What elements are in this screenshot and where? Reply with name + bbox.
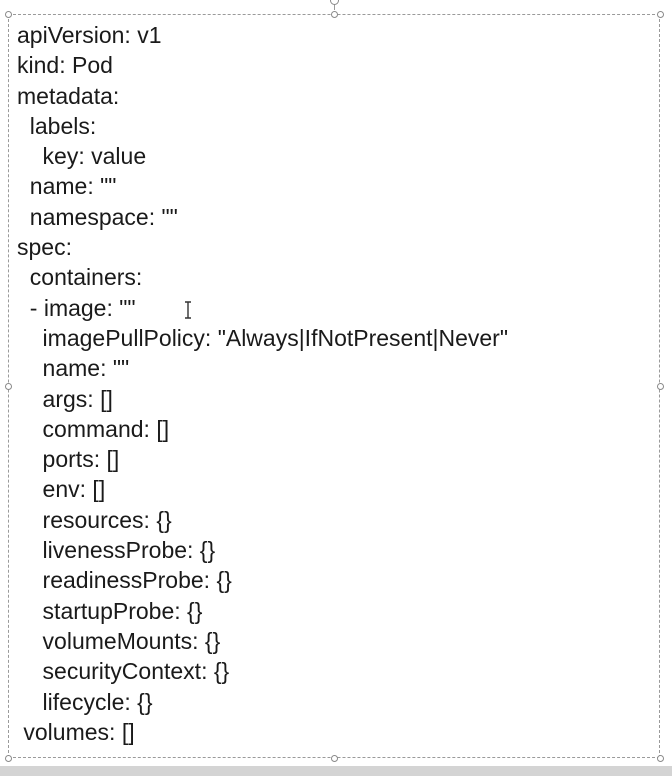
code-line[interactable]: livenessProbe: {} [17,537,216,564]
code-line[interactable]: command: [] [17,415,170,442]
bottom-bar [0,766,672,776]
rotation-handle[interactable] [330,0,339,5]
resize-handle-top-left[interactable] [5,11,12,18]
code-line[interactable]: readinessProbe: {} [17,567,232,594]
resize-handle-left[interactable] [5,383,12,390]
code-line[interactable]: namespace: "" [17,203,178,230]
code-line[interactable]: kind: Pod [17,52,113,79]
resize-handle-top[interactable] [331,11,338,18]
code-line[interactable]: name: "" [17,173,117,200]
code-line[interactable]: volumes: [] [17,718,135,745]
resize-handle-bottom-left[interactable] [5,755,12,762]
code-line[interactable]: containers: [17,264,143,291]
code-line[interactable]: startupProbe: {} [17,597,203,624]
code-line[interactable]: spec: [17,234,72,261]
code-line[interactable]: name: "" [17,355,130,382]
resize-handle-top-right[interactable] [657,11,664,18]
code-line[interactable]: metadata: [17,82,120,109]
code-line[interactable]: imagePullPolicy: "Always|IfNotPresent|Ne… [17,324,509,351]
code-line[interactable]: key: value [17,143,147,170]
yaml-text[interactable]: apiVersion: v1 kind: Pod metadata: labels:… [17,20,508,747]
code-line[interactable]: env: [] [17,476,106,503]
code-line[interactable]: args: [] [17,385,113,412]
code-line[interactable]: resources: {} [17,506,172,533]
code-line[interactable]: securityContext: {} [17,658,230,685]
rotation-connector [334,0,335,10]
resize-handle-right[interactable] [657,383,664,390]
resize-handle-bottom[interactable] [331,755,338,762]
code-line[interactable]: labels: [17,112,97,139]
code-line[interactable]: lifecycle: {} [17,688,153,715]
code-line[interactable]: - image: "" [17,294,136,321]
resize-handle-bottom-right[interactable] [657,755,664,762]
code-line[interactable]: apiVersion: v1 [17,22,162,48]
code-line[interactable]: ports: [] [17,446,120,473]
i-beam-cursor-icon [185,301,191,319]
code-line[interactable]: volumeMounts: {} [17,627,221,654]
